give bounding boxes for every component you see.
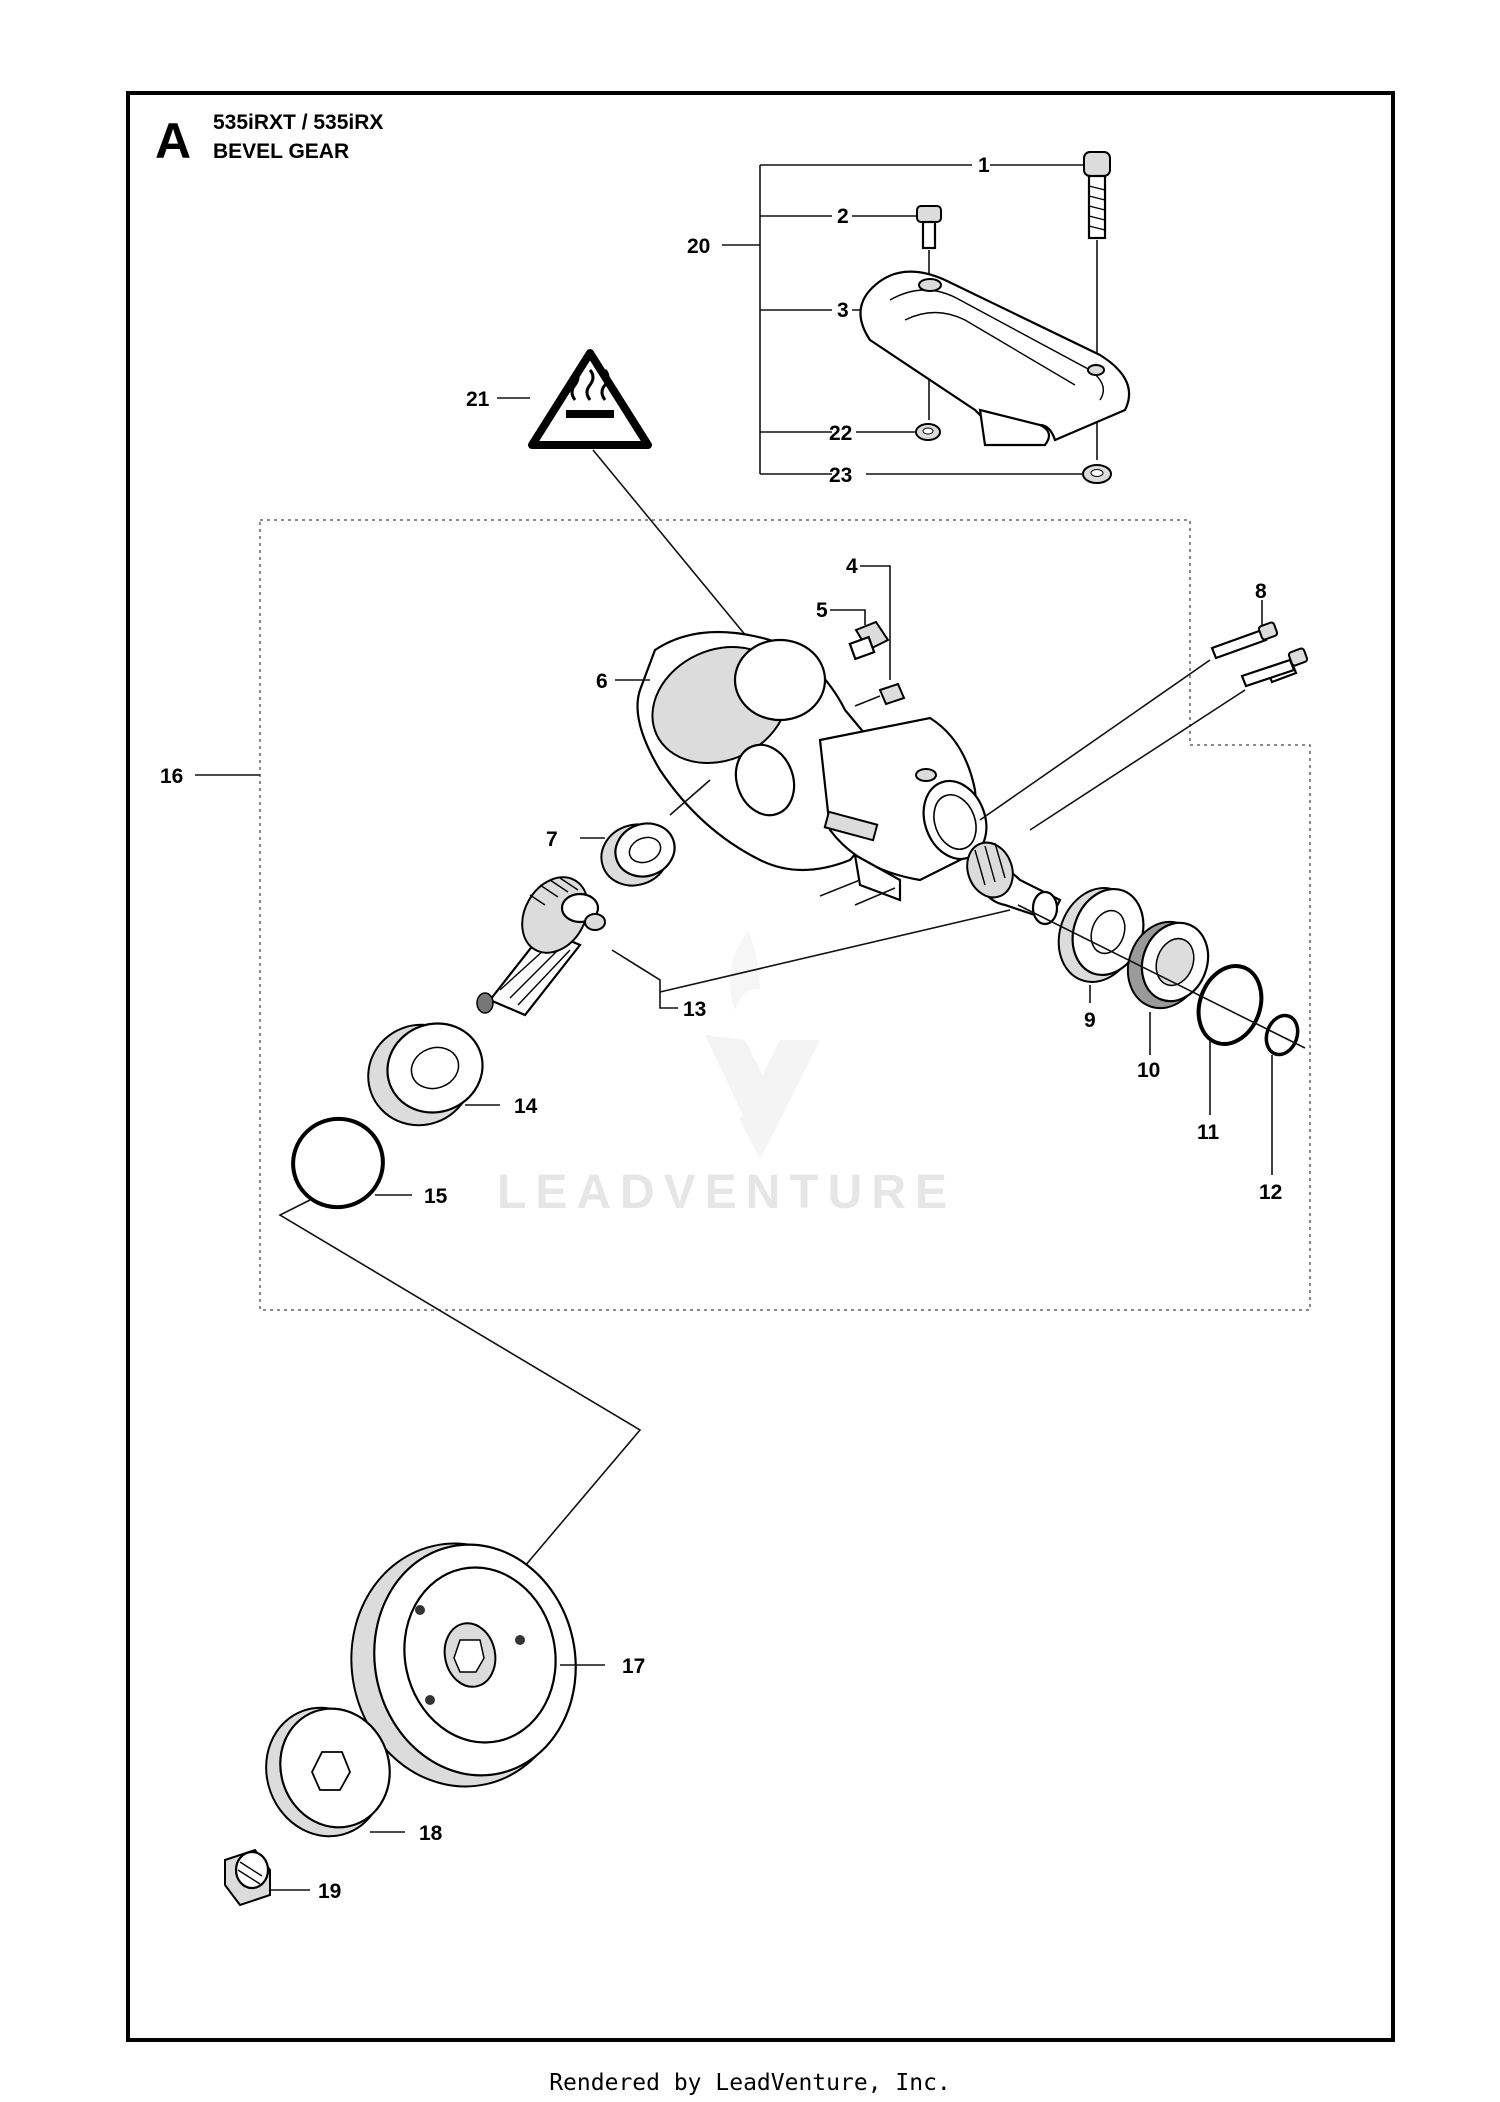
callout-2: 2 [837,205,849,228]
callout-11: 11 [1197,1121,1220,1144]
bearing-part-14 [367,1022,500,1127]
washer-part-18 [265,1706,405,1838]
callout-22: 22 [829,422,852,445]
callout-18: 18 [419,1822,443,1845]
housing-assembly-boundary [259,519,1311,1311]
callout-15: 15 [424,1185,448,1208]
callout-20: 20 [687,235,710,258]
cover-part-3 [859,270,1131,447]
callout-12: 12 [1259,1181,1282,1204]
model-numbers: 535iRXT / 535iRX [213,111,383,134]
section-letter: A [155,113,191,169]
screw-part-2 [916,205,942,285]
callout-7: 7 [546,828,558,851]
hot-surface-warning-icon [528,349,652,449]
callout-23: 23 [829,464,852,487]
retaining-ring-part-15 [278,1116,642,1691]
callout-3: 3 [837,299,849,322]
pinion-gear-part-13 [476,876,678,1017]
callout-6: 6 [596,670,608,693]
callout-1: 1 [978,154,990,177]
gear-housing-part-6 [636,630,988,906]
callout-5: 5 [816,599,828,622]
bearing-part-7 [580,779,711,887]
nut-part-22 [915,423,941,441]
callout-10: 10 [1137,1059,1160,1082]
diagram-frame [126,91,1395,2042]
callout-19: 19 [318,1880,341,1903]
nut-part-23 [1082,464,1112,484]
retaining-ring-part-12 [1017,904,1306,1175]
callout-16: 16 [160,765,183,788]
key-part-4 [854,565,906,707]
callout-17: 17 [622,1655,645,1678]
screw-part-1 [1083,151,1111,460]
drive-shaft-part-13 [659,841,1062,993]
callout-4: 4 [846,555,858,578]
callout-8: 8 [1255,580,1267,603]
footer-credit: Rendered by LeadVenture, Inc. [549,2070,951,2096]
page-title: BEVEL GEAR [213,140,349,163]
retaining-ring-part-11 [1196,964,1264,1115]
bearing-part-10 [1126,920,1210,1055]
support-cup-part-17 [350,1542,605,1788]
callout-21: 21 [466,388,490,411]
callout-13: 13 [683,998,706,1021]
plug-part-5 [830,609,890,661]
watermark-text: LEADVENTURE [497,1166,956,1219]
callout-14: 14 [514,1095,538,1118]
leadventure-logo-icon [705,930,820,1160]
leader-21-to-housing [592,449,771,666]
nut-part-19 [224,1848,310,1907]
callout-9: 9 [1084,1009,1096,1032]
screws-part-8 [979,600,1309,831]
